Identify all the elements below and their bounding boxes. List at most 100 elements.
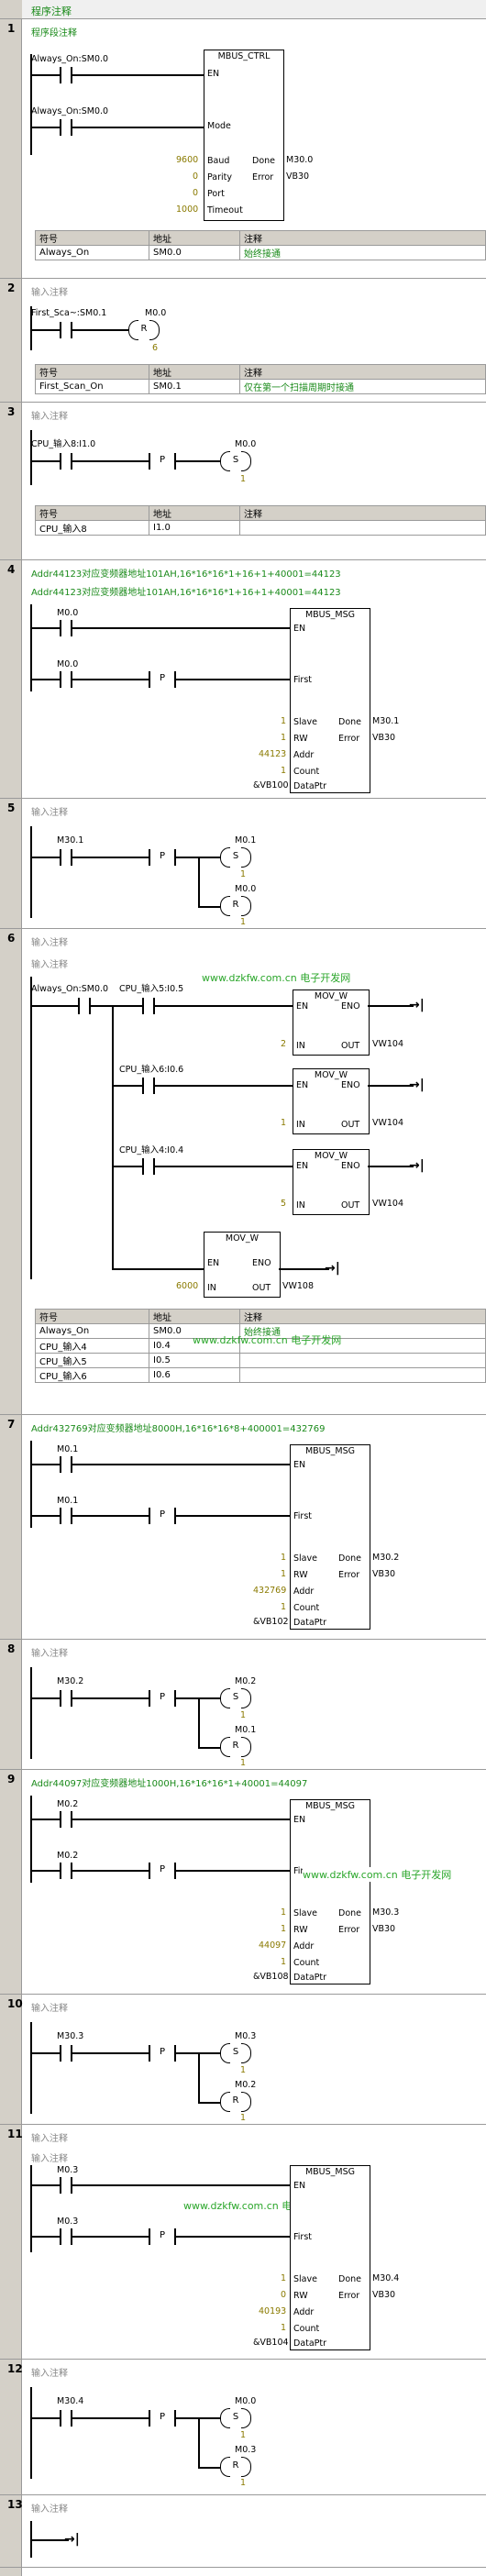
network-comment[interactable]: 输入注释 xyxy=(31,2134,68,2144)
contact-no[interactable] xyxy=(60,2410,72,2427)
network-comment[interactable]: 输入注释 xyxy=(31,938,68,948)
contact-no[interactable] xyxy=(60,1863,72,1879)
network-number: 4 xyxy=(0,560,22,799)
network-comment[interactable]: 输入注释 xyxy=(31,412,68,422)
reset-coil[interactable]: R xyxy=(220,896,251,916)
contact-no[interactable] xyxy=(60,1690,72,1707)
mov-w-block[interactable]: MOV_W EN ENO IN OUT xyxy=(293,1068,370,1134)
mov-w-block[interactable]: MOV_W EN ENO IN OUT xyxy=(293,1149,370,1215)
network-10[interactable]: 10 输入注释 M30.3 P M0.3 S 1 M0.2 R 1 xyxy=(0,1994,486,2125)
network-number: 1 xyxy=(0,19,22,279)
reset-coil[interactable]: R xyxy=(220,2092,251,2112)
network-comment[interactable]: 输入注释 xyxy=(31,1649,68,1659)
positive-edge[interactable]: P xyxy=(149,1863,176,1879)
network-comment[interactable]: Addr44123对应变频器地址101AH,16*16*16*1+16+1+40… xyxy=(31,588,341,598)
positive-edge[interactable]: P xyxy=(149,2410,176,2427)
reset-coil[interactable]: R xyxy=(128,320,160,340)
contact-no[interactable] xyxy=(60,2045,72,2062)
network-number: 2 xyxy=(0,279,22,403)
contact-no[interactable] xyxy=(142,1158,155,1175)
network-comment[interactable]: 输入注释 xyxy=(31,2369,68,2379)
set-coil[interactable]: S xyxy=(220,2043,251,2063)
network-9[interactable]: 9 Addr44097对应变频器地址1000H,16*16*16*1+40001… xyxy=(0,1769,486,1995)
network-12[interactable]: 12 输入注释 M30.4 P M0.0 S 1 M0.3 R 1 xyxy=(0,2359,486,2495)
mbus-msg-block[interactable]: MBUS_MSG EN First Slave RW Addr Count Da… xyxy=(290,1799,370,1985)
network-5[interactable]: 5 输入注释 M30.1 P M0.1 S 1 M0.0 R 1 xyxy=(0,798,486,929)
arrow-right-icon: →| xyxy=(409,998,425,1012)
contact-no[interactable] xyxy=(60,2177,72,2194)
network-number: 10 xyxy=(0,1995,23,2125)
network-comment[interactable]: Addr44123对应变频器地址101AH,16*16*16*1+16+1+40… xyxy=(31,569,341,580)
positive-edge[interactable]: P xyxy=(149,849,176,866)
contact-no[interactable] xyxy=(60,2228,72,2245)
contact-no[interactable] xyxy=(60,620,72,636)
contact-no[interactable] xyxy=(60,322,72,338)
set-coil[interactable]: S xyxy=(220,451,251,471)
mbus-msg-block[interactable]: MBUS_MSG EN First Slave RW Addr Count Da… xyxy=(290,1444,370,1630)
network-2[interactable]: 2 输入注释 First_Sca~:SM0.1 M0.0 R 6 符号地址注释 … xyxy=(0,278,486,403)
contact-no[interactable] xyxy=(78,998,91,1014)
positive-edge[interactable]: P xyxy=(149,1690,176,1707)
contact-no[interactable] xyxy=(60,1508,72,1524)
mov-w-block[interactable]: MOV_W EN ENO IN OUT xyxy=(293,989,370,1056)
network-comment[interactable]: 输入注释 xyxy=(31,2154,68,2164)
contact-no[interactable] xyxy=(60,119,72,136)
positive-edge[interactable]: P xyxy=(149,671,176,688)
contact-no[interactable] xyxy=(142,998,155,1014)
contact-no[interactable] xyxy=(60,671,72,688)
network-comment[interactable]: 输入注释 xyxy=(31,2504,68,2515)
network-number: 5 xyxy=(0,799,22,929)
network-number: 13 xyxy=(0,2495,23,2576)
network-4[interactable]: 4 Addr44123对应变频器地址101AH,16*16*16*1+16+1+… xyxy=(0,559,486,799)
contact-no[interactable] xyxy=(60,849,72,866)
network-comment[interactable]: Addr432769对应变频器地址8000H,16*16*16*8+400001… xyxy=(31,1424,326,1434)
network-number: 3 xyxy=(0,403,22,560)
network-6[interactable]: 6 输入注释 输入注释 www.dzkfw.com.cn 电子开发网 Alway… xyxy=(0,928,486,1415)
set-coil[interactable]: S xyxy=(220,847,251,868)
network-comment[interactable]: Addr44097对应变频器地址1000H,16*16*16*1+40001=4… xyxy=(31,1779,308,1789)
mov-w-block[interactable]: MOV_W EN ENO IN OUT xyxy=(204,1232,281,1298)
positive-edge[interactable]: P xyxy=(149,2228,176,2245)
network-comment[interactable]: 输入注释 xyxy=(31,2004,68,2014)
reset-coil[interactable]: R xyxy=(220,2457,251,2477)
mbus-msg-block[interactable]: MBUS_MSG EN First Slave RW Addr Count Da… xyxy=(290,2165,370,2350)
network-comment[interactable]: 程序段注释 xyxy=(31,28,77,39)
reset-coil[interactable]: R xyxy=(220,1737,251,1757)
network-comment[interactable]: 输入注释 xyxy=(31,808,68,818)
mbus-ctrl-block[interactable]: MBUS_CTRL EN Mode Baud Parity Port Timeo… xyxy=(204,50,284,221)
set-coil[interactable]: S xyxy=(220,1688,251,1708)
mbus-msg-block[interactable]: MBUS_MSG EN First Slave RW Addr Count Da… xyxy=(290,608,370,793)
contact-no[interactable] xyxy=(60,1811,72,1828)
network-1[interactable]: 1 程序段注释 Always_On:SM0.0 Always_On:SM0.0 … xyxy=(0,18,486,279)
network-8[interactable]: 8 输入注释 M30.2 P M0.2 S 1 M0.1 R 1 xyxy=(0,1639,486,1770)
network-comment[interactable]: 输入注释 xyxy=(31,960,68,970)
power-rail xyxy=(30,54,32,155)
network-number: 6 xyxy=(0,929,22,1415)
set-coil[interactable]: S xyxy=(220,2408,251,2428)
contact-no[interactable] xyxy=(60,453,72,470)
network-number: 9 xyxy=(0,1770,22,1995)
arrow-right-icon: →| xyxy=(409,1078,425,1092)
network-7[interactable]: 7 Addr432769对应变频器地址8000H,16*16*16*8+4000… xyxy=(0,1414,486,1640)
contact-no[interactable] xyxy=(60,1456,72,1473)
network-number: 12 xyxy=(0,2360,23,2495)
positive-edge[interactable]: P xyxy=(149,453,176,470)
network-number: 8 xyxy=(0,1640,22,1770)
watermark: www.dzkfw.com.cn 电子开发网 xyxy=(193,1334,342,1346)
arrow-right-icon: →| xyxy=(325,1261,340,1276)
network-comment[interactable]: 输入注释 xyxy=(31,288,68,298)
network-13[interactable]: 13 输入注释 →| xyxy=(0,2494,486,2576)
network-11[interactable]: 11 输入注释 输入注释 M0.3 www.dzkfw.com.cn 电子开发网… xyxy=(0,2124,486,2360)
program-title[interactable]: 程序注释 xyxy=(31,6,72,17)
contact-no[interactable] xyxy=(60,67,72,83)
positive-edge[interactable]: P xyxy=(149,2045,176,2062)
network-3[interactable]: 3 输入注释 CPU_输入8:I1.0 P M0.0 S 1 符号地址注释 CP… xyxy=(0,402,486,560)
contact-no[interactable] xyxy=(142,1078,155,1094)
positive-edge[interactable]: P xyxy=(149,1508,176,1524)
program-header: 程序注释 xyxy=(0,0,486,19)
network-number: 11 xyxy=(0,2125,23,2360)
